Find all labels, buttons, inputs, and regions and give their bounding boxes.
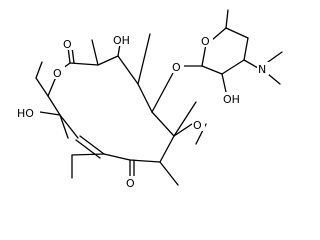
bond-c13-ethyl-2 (35, 61, 43, 79)
bond-c5-ether-o (151, 72, 174, 113)
bond-c5s-to-c4s (225, 27, 249, 39)
bond-c1-to-c2 (69, 62, 99, 66)
bond-c5-to-c6 (151, 111, 175, 137)
bond-c6-methoxy-o (173, 123, 193, 137)
bond-c6-methyl (173, 101, 197, 137)
bond-n-methyl-up (267, 51, 283, 63)
bond-c2s-to-c1s (201, 65, 223, 75)
atom-n-dimethylamino: N (258, 63, 266, 76)
atom-o-ketone: O (126, 177, 135, 190)
bond-c12-methyl (59, 114, 69, 139)
bond-c9-to-c10 (71, 153, 105, 156)
bond-c3-to-c4 (117, 55, 139, 85)
bond-c1s-to-ring-o (201, 43, 207, 67)
bond-c7-to-c8 (129, 159, 161, 163)
sugar-ring-bonds (181, 9, 283, 93)
bond-c8-methyl (159, 161, 179, 186)
bond-n-methyl-down (267, 73, 281, 85)
atom-o-lactone-carbonyl: O (63, 38, 72, 51)
bond-c6-to-c7 (159, 135, 175, 163)
bond-c8-to-c9 (103, 153, 131, 161)
bond-c11-to-c12 (59, 114, 79, 139)
bond-c2s-oh (221, 73, 227, 93)
atom-o-glycosidic: O (172, 61, 181, 74)
bond-c13-ethyl-1 (35, 77, 49, 97)
bond-c10-double-a (79, 135, 105, 155)
bond-c12-to-c13 (47, 95, 61, 116)
bond-c3s-to-c2s (221, 59, 245, 75)
atom-oh-sugar: OH (223, 93, 240, 106)
chemical-structure-diagram: O O OH O O N OH O HO O (16, 9, 283, 190)
macrolactone-ring-bonds (47, 55, 175, 163)
atom-o-sugar-ring: O (201, 35, 210, 48)
atom-o-lactone-ring: O (53, 67, 62, 80)
bond-c2-to-c3 (97, 55, 119, 66)
bond-c10-double-b (75, 139, 101, 159)
bond-c5s-methyl (225, 9, 229, 29)
atom-labels: O O OH O O N OH O HO O (16, 33, 269, 190)
bond-c3s-to-n (243, 59, 259, 69)
bond-c2-methyl (91, 39, 99, 66)
bond-c4-to-c5 (137, 83, 153, 113)
bond-c12-oh (39, 111, 61, 116)
bond-ring-o-to-c5s (211, 27, 227, 41)
bond-c4-methyl (137, 33, 151, 85)
atom-oh-c3: OH (113, 34, 130, 47)
bond-c4s-to-c3s (243, 37, 249, 61)
atom-o-methoxy: O (193, 119, 202, 132)
atom-oh-c12: HO (17, 107, 34, 120)
substituent-bonds (35, 33, 207, 186)
